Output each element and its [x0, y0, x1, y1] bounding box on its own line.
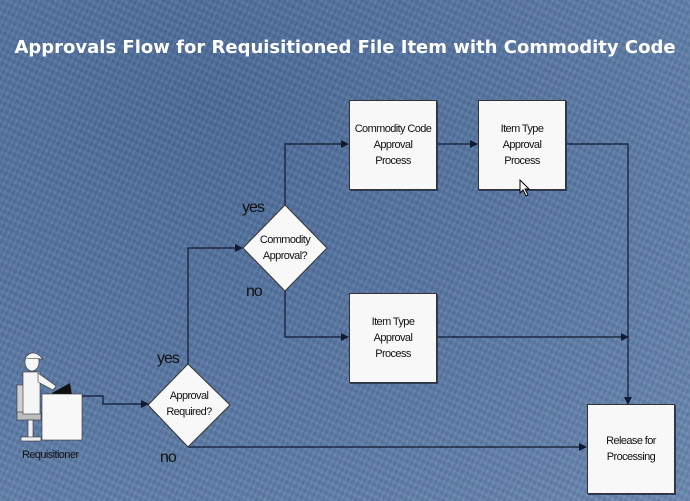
connector-approval-yes [187, 244, 243, 364]
connector-itemtype-top-to-release [565, 143, 632, 405]
person-at-desk-icon [16, 352, 83, 442]
connector-commodity-yes [284, 140, 349, 205]
connector-commodity-no [284, 291, 349, 341]
mouse-cursor-icon [519, 179, 531, 197]
approval-required-no-label: no [160, 449, 177, 466]
process-item-type-approval-bottom-label: Item Type Approval Process [371, 316, 415, 360]
decision-approval-required-label: Approval Required? [166, 390, 212, 418]
connector-requisitioner-to-approval [80, 395, 149, 408]
requisitioner-label: Requisitioner [22, 449, 79, 461]
process-release-label: Release for Processing [606, 435, 656, 463]
process-commodity-code-approval-label: Commodity Code Approval Process [354, 123, 432, 167]
commodity-approval-yes-label: yes [242, 199, 265, 216]
process-commodity-code-approval[interactable]: Commodity Code Approval Process [349, 100, 437, 190]
decision-approval-required-shape [147, 363, 231, 448]
process-item-type-approval-top-label: Item Type Approval Process [500, 123, 544, 167]
commodity-approval-no-label: no [246, 283, 263, 300]
decision-commodity-approval-label: Commodity Approval? [259, 234, 311, 262]
process-item-type-approval-bottom[interactable]: Item Type Approval Process [349, 293, 437, 383]
page-title: Approvals Flow for Requisitioned File It… [14, 37, 676, 58]
process-release-for-processing[interactable]: Release for Processing [587, 404, 675, 494]
approval-required-yes-label: yes [157, 350, 180, 367]
process-item-type-approval-top[interactable]: Item Type Approval Process [478, 100, 566, 190]
decision-commodity-approval-shape [242, 204, 328, 292]
